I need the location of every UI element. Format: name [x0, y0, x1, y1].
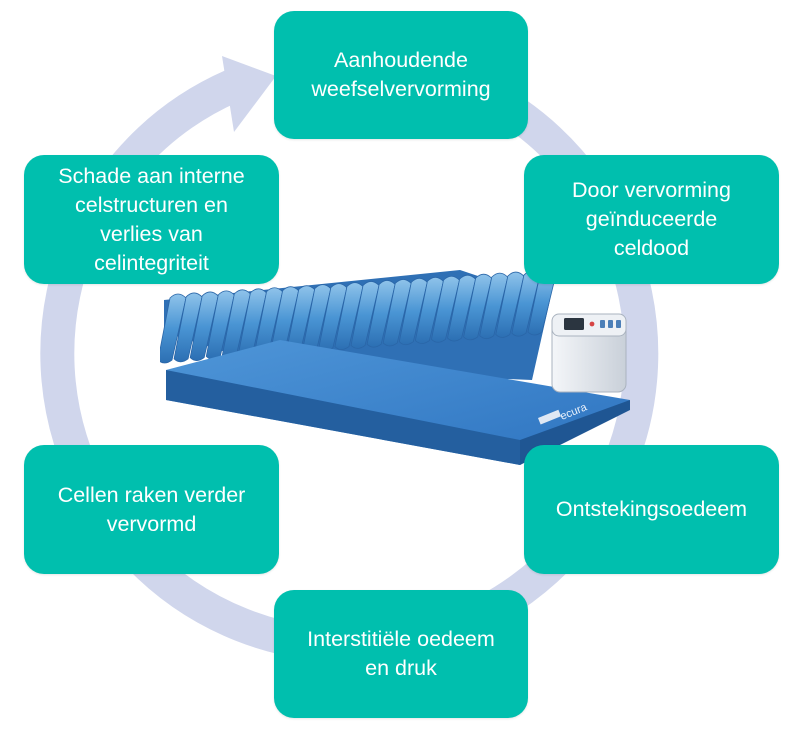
air-cell [382, 278, 412, 347]
air-cell [350, 281, 380, 349]
cycle-node-interstitial-oedema: Interstitiële oedeem en druk [274, 590, 528, 718]
air-cell-layer [160, 269, 557, 380]
air-cell [173, 292, 203, 363]
mattress-image: ecura [160, 269, 630, 465]
air-cell [479, 272, 509, 340]
air-cell [189, 291, 219, 361]
pump-display [564, 318, 584, 330]
air-cell [431, 275, 460, 343]
cover-label [538, 409, 562, 425]
pump-indicator-icon [589, 321, 595, 327]
air-cell [414, 276, 444, 344]
cycle-arrow-head [222, 56, 276, 132]
air-cell [447, 274, 477, 342]
air-cell [366, 280, 396, 348]
air-cell [160, 293, 187, 364]
air-cell [334, 282, 364, 351]
cycle-node-inflammatory-oedema: Ontstekingsoedeem [524, 445, 779, 574]
air-cell [495, 271, 525, 338]
cycle-node-sustained-deformation: Aanhoudende weefselvervorming [274, 11, 528, 139]
cycle-node-cell-damage: Schade aan interne celstructuren en verl… [24, 155, 279, 284]
cycle-node-cell-death: Door vervorming geïnduceerde celdood [524, 155, 779, 284]
air-cell [398, 277, 428, 346]
cycle-node-further-deformation: Cellen raken verder vervormd [24, 445, 279, 574]
air-cell [463, 273, 493, 341]
pump-unit [551, 313, 627, 393]
